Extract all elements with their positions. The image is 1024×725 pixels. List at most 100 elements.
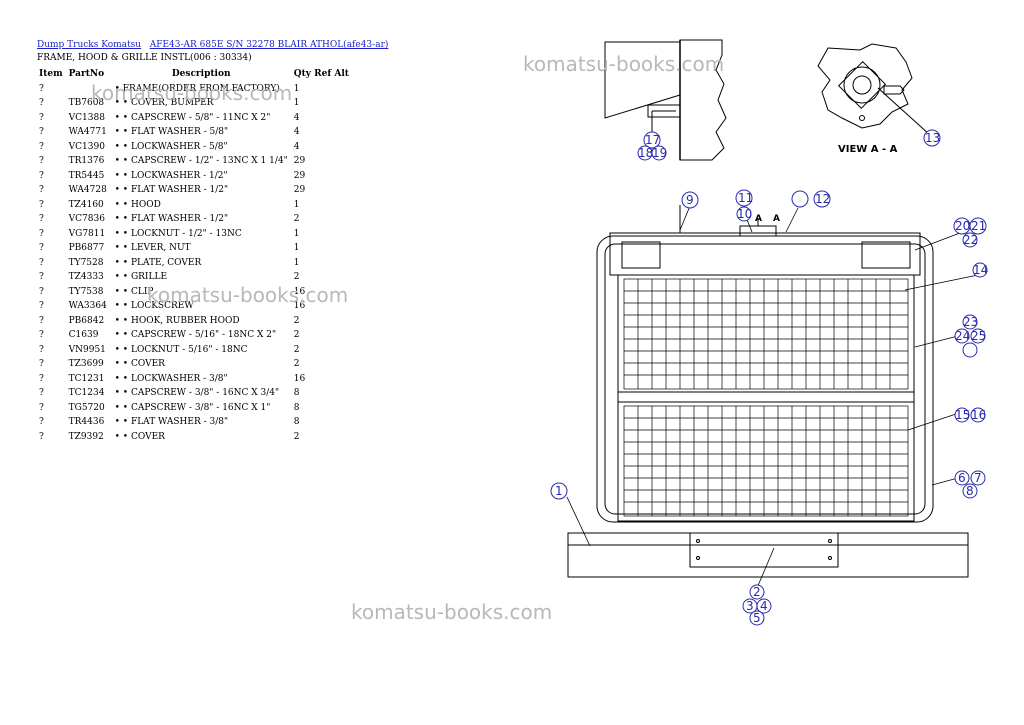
leader-lines [566,205,979,589]
callout-circle [643,131,661,149]
cell-partno: TR4436 [68,417,105,427]
cell-partno: TZ3699 [68,359,104,369]
callout-3: 3 [746,599,754,613]
cell-qty: 29 [293,185,306,195]
cell-description: • • COVER [114,359,165,369]
breadcrumb-link-dump-trucks[interactable]: Dump Trucks Komatsu [37,40,142,50]
table-row: ? WA4771 • • FLAT WASHER - 5/8" 4 [37,125,353,140]
cell-partno: TZ4333 [68,272,104,282]
cell-description: • • LOCKSCREW [114,301,194,311]
cell-partno: TR5445 [68,170,105,181]
callout-circle [756,598,772,614]
callout-2: 2 [753,585,761,599]
cell-partno: TC1231 [68,373,105,384]
callout-circle [735,189,753,207]
cell-item: ? [39,373,44,384]
cell-item: ? [39,214,44,224]
cell-qty: 2 [293,431,300,442]
callout-1: 1 [555,484,563,498]
cell-qty: 8 [293,388,300,398]
callout-6: 6 [958,471,966,485]
cell-partno: TB7608 [68,98,105,108]
callout-circle [550,482,568,500]
cell-description: • • FLAT WASHER - 3/8" [114,417,229,427]
cell-item: ? [39,199,44,210]
cell-qty: 1 [293,243,300,253]
cell-item: ? [39,315,44,326]
cell-item: ? [39,156,44,166]
cell-item: ? [39,272,44,282]
callout-16: 16 [971,408,986,422]
callout-21: 21 [971,219,986,233]
cell-description: • • LEVER, NUT [114,243,191,253]
table-row: ?TG5720• • CAPSCREW - 3/8" - 16NC X 1"8 [37,401,353,416]
cell-qty: 4 [293,112,300,123]
callout-17: 17 [645,133,660,147]
cell-qty: 4 [293,127,300,137]
callout-circle [970,328,986,344]
cell-item: ? [39,185,44,195]
cell-qty: 29 [293,156,306,166]
callout-circles [550,129,988,626]
callout-9: 9 [686,193,694,207]
cell-qty: 8 [293,402,300,413]
grille-lower [623,405,909,517]
cell-partno: TC1234 [68,388,105,398]
cell-item: ? [39,286,44,297]
cell-item: ? [39,228,44,239]
callout-19: 19 [652,146,667,160]
cell-qty: 2 [293,359,300,369]
cell-partno: WA4728 [68,185,107,195]
cell-qty: 2 [293,344,300,355]
cell-item: ? [39,170,44,181]
breadcrumb-link-model[interactable]: AFE43-AR 685E S/N 32278 BLAIR ATHOL(afe4… [149,40,389,50]
callout-circle [923,129,941,147]
bumper [567,532,969,578]
callout-circle [972,262,988,278]
cell-qty: 16 [293,373,306,384]
callout-24: 24 [955,329,970,343]
callout-22: 22 [963,233,978,247]
cell-item: ? [39,344,44,355]
cell-item: ? [39,330,44,340]
cell-item: ? [39,98,44,108]
cell-partno: TR1376 [68,156,105,166]
cell-item: ? [39,83,44,94]
cell-description: • • GRILLE [114,272,168,282]
breadcrumb: Dump Trucks Komatsu AFE43-AR 685E S/N 32… [37,40,388,50]
callout-circle [962,314,978,330]
cell-qty: 2 [293,214,300,224]
cell-partno: VC1390 [68,141,105,152]
callout-25: 25 [971,329,986,343]
callout-circle [736,206,752,222]
callout-circle [954,328,970,344]
callout-15: 15 [955,408,970,422]
cell-qty: 29 [293,170,306,181]
cell-qty: 4 [293,141,300,152]
cell-item: ? [39,431,44,442]
cell-item: ? [39,127,44,137]
header-partno: PartNo [68,69,105,79]
cell-partno: TY7538 [68,286,104,297]
cell-description: • • LOCKWASHER - 1/2" [114,170,228,181]
callout-circle [813,190,831,208]
grille-upper [623,278,909,390]
cell-description: • • FLAT WASHER - 5/8" [114,127,229,137]
callout-numbers: 1 2 3 4 5 6 7 8 9 10 11 12 13 14 15 16 1… [555,131,988,625]
cell-description: • • FLAT WASHER - 1/2" [114,214,229,224]
cell-qty: 1 [293,228,300,239]
callout-18: 18 [638,146,653,160]
cell-description: • • COVER, BUMPER [114,98,214,108]
cell-qty: 16 [293,301,306,311]
cell-qty: 1 [293,83,300,94]
cell-partno: WA4771 [68,127,107,137]
cell-item: ? [39,359,44,369]
callout-circle [749,610,765,626]
cell-qty: 1 [293,199,300,210]
callout-20: 20 [955,219,970,233]
callout-23: 23 [963,315,978,329]
header-description: Description [171,69,231,79]
